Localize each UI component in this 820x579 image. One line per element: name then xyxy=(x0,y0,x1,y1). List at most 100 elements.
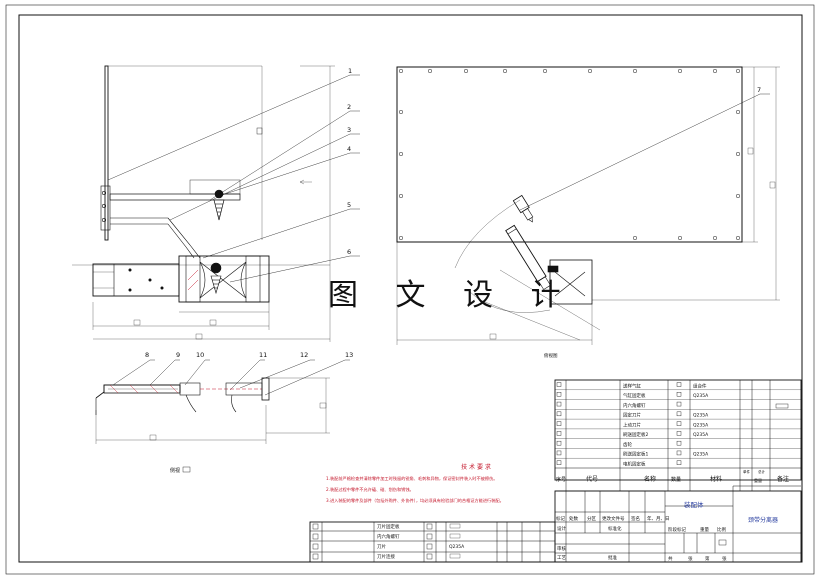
side-view xyxy=(95,377,330,444)
technical-notes: 技 术 要 求 1.装配前严格检查并清除零件加工时残留的锐角、毛刺和异物，保证密… xyxy=(326,462,626,506)
side-view-caption: 侧视 xyxy=(170,467,180,474)
notes-line-2: 2.装配过程中零件不允许磕、碰、划伤和锈蚀。 xyxy=(326,487,414,492)
bom-header-unit-weight: 单件 xyxy=(743,469,751,474)
title-block xyxy=(554,485,802,563)
tb-review: 审核 xyxy=(557,545,566,552)
tb-scale-box xyxy=(718,539,727,546)
bom-row-qty-box xyxy=(676,431,682,436)
part-no-8: 8 xyxy=(145,351,149,359)
tb-date: 年、月、日 xyxy=(647,515,670,522)
bom-row-name: 刷送固定板2 xyxy=(623,431,648,438)
bom-header-material: 材料 xyxy=(710,475,722,483)
tb-standardize: 标准化 xyxy=(608,525,622,532)
tb-process: 工艺 xyxy=(557,555,566,561)
bom-row-number-box xyxy=(556,460,562,465)
part-no-9: 9 xyxy=(176,351,180,359)
bom-row-number-box xyxy=(556,382,562,387)
tb-drawing-name: 颈带分离器 xyxy=(748,516,778,524)
bom-row-name: 电机固定板 xyxy=(623,461,646,468)
tb-signature: 签名 xyxy=(631,515,640,522)
part-no-6: 6 xyxy=(347,248,351,256)
tb-approve: 批准 xyxy=(608,554,617,561)
part-no-10: 10 xyxy=(196,351,204,359)
bom-lower-name: 刀片 xyxy=(377,543,386,550)
tb-stage-mark: 阶段标记 xyxy=(668,526,686,533)
bom-header-total-weight: 总计 xyxy=(758,469,766,474)
bom-lower-number-box xyxy=(312,533,319,540)
tb-sheet-unit: 张 xyxy=(722,555,727,562)
bom-lower-material-box xyxy=(449,533,461,539)
front-view xyxy=(72,65,335,342)
bom-row-qty-box xyxy=(676,440,682,446)
bom-header-code: 代号 xyxy=(586,475,598,483)
bom-lower-name: 内六角螺钉 xyxy=(377,533,400,540)
part-no-11: 11 xyxy=(259,351,267,359)
view-caption: 俯视图 xyxy=(544,352,558,359)
notes-line-3: 3.进入装配的零件及部件（包括外购件、外协件），均必须具有检验部门的合格证方能进… xyxy=(326,498,504,503)
bom-header-remarks: 备注 xyxy=(777,475,789,483)
bom-lower-qty-box xyxy=(426,553,433,560)
bom-row-name: 齿轮 xyxy=(623,441,632,448)
bom-header-name: 名称 xyxy=(644,475,656,483)
notes-title: 技 术 要 求 xyxy=(461,464,491,471)
bom-row-name: 气缸固定板 xyxy=(623,392,646,399)
bom-rows xyxy=(555,389,801,459)
tb-mark: 标记 xyxy=(556,515,565,522)
bom-row-material: Q235A xyxy=(693,393,709,399)
part-no-2: 2 xyxy=(347,103,351,111)
bom-row-qty-box xyxy=(676,460,682,465)
bom-row-number-box xyxy=(556,392,562,397)
bom-header-qty: 数量 xyxy=(671,476,681,483)
bom-row-name: 刷送固定板1 xyxy=(623,451,648,458)
part-no-13: 13 xyxy=(345,351,353,359)
side-view-caption-box xyxy=(182,466,191,473)
bom-row-name: 上动刀片 xyxy=(623,421,641,428)
part-no-1: 1 xyxy=(348,67,352,75)
outer-border xyxy=(5,4,815,575)
tb-scale: 比例 xyxy=(717,526,726,533)
bom-lower-material-box xyxy=(449,523,461,529)
bom-row-material: Q235A xyxy=(693,432,709,438)
tb-sheets-of: 张 xyxy=(688,555,693,562)
tb-design: 设计 xyxy=(557,525,566,532)
bom-lower-number-box xyxy=(312,553,319,560)
bom-header: 序号 代号 名称 数量 材料 单件 总计 重量 备注 xyxy=(556,469,789,483)
bom-header-weight: 重量 xyxy=(754,477,762,483)
part-no-12: 12 xyxy=(300,351,308,359)
bom-row-qty-box xyxy=(676,411,682,417)
tb-sheets-total: 共 xyxy=(668,555,673,562)
leader-lines xyxy=(107,74,770,396)
watermark: 图 文 设 计 xyxy=(328,278,575,313)
tb-doc-no: 更改文件号 xyxy=(602,515,625,522)
bom-row-number-box xyxy=(556,431,562,436)
bom-table-upper xyxy=(554,379,802,492)
bom-lower-name: 刀片固定板 xyxy=(377,523,400,530)
bom-row-name: 送样气缸 xyxy=(623,382,641,389)
bom-lower-name: 刀片连接 xyxy=(377,553,395,560)
bom-header-seq: 序号 xyxy=(556,476,566,483)
bom-table-lower xyxy=(309,521,556,563)
bom-row-name: 固定刀片 xyxy=(623,412,641,419)
bom-row-qty-box xyxy=(676,421,682,426)
notes-line-1: 1.装配前严格检查并清除零件加工时残留的锐角、毛刺和异物，保证密封件装入时不被擦… xyxy=(326,476,498,481)
bom-row-name: 内六角螺钉 xyxy=(623,402,646,409)
tb-count: 处数 xyxy=(569,515,578,522)
part-number-labels: 1 2 3 4 5 6 7 8 9 10 11 12 13 xyxy=(145,67,761,359)
part-no-7: 7 xyxy=(757,86,761,94)
tb-corner-box xyxy=(775,403,789,409)
bom-row-number-box xyxy=(556,411,562,417)
bom-lower-qty-box xyxy=(426,523,433,530)
bom-row-material: Q235A xyxy=(693,452,709,458)
bom-row-number-box xyxy=(556,450,562,456)
part-no-3: 3 xyxy=(347,126,351,134)
tb-sheet-no: 第 xyxy=(705,555,710,562)
bom-row-number-box xyxy=(556,421,562,426)
tb-zone: 分区 xyxy=(587,515,596,522)
bom-lower-material-box xyxy=(449,553,461,559)
bom-row-material: Q235A xyxy=(693,422,709,428)
bom-row-material: 组合件 xyxy=(693,382,707,389)
title-block-texts: 装配体 颈带分离器 标记 处数 分区 更改文件号 签名 年、月、日 设计 标准化… xyxy=(556,403,789,562)
